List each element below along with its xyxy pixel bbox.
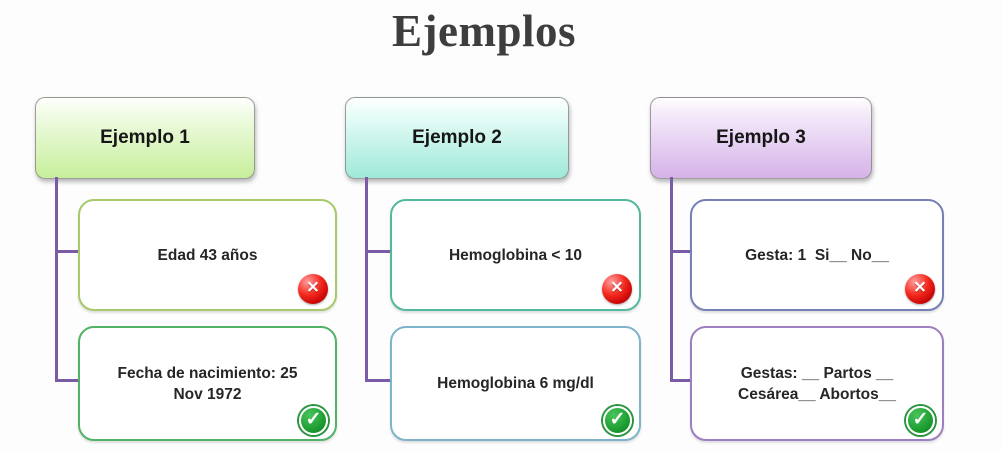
example-3-header-box: Ejemplo 3 — [650, 97, 872, 179]
item-card: Hemoglobina 6 mg/dl ✓ — [390, 326, 641, 441]
check-icon: ✓ — [906, 406, 935, 435]
connector-line — [670, 177, 673, 382]
item-text: Gesta: 1 Si__ No__ — [745, 246, 889, 264]
item-card: Hemoglobina < 10 ✕ — [390, 199, 641, 311]
connector-line — [365, 177, 368, 382]
item-card: Gestas: __ Partos __ Cesárea__ Abortos__… — [690, 326, 944, 441]
example-2-header-label: Ejemplo 2 — [412, 127, 502, 148]
item-text: Hemoglobina < 10 — [448, 246, 583, 264]
example-3-header-label: Ejemplo 3 — [716, 127, 806, 148]
example-2-header-box: Ejemplo 2 — [345, 97, 569, 179]
example-1-header-label: Ejemplo 1 — [100, 127, 190, 148]
connector-line — [55, 379, 80, 382]
connector-line — [365, 250, 392, 253]
error-icon: ✕ — [602, 274, 632, 304]
error-icon: ✕ — [905, 274, 935, 304]
item-text: Gestas: __ Partos __ Cesárea__ Abortos__ — [738, 364, 896, 403]
connector-line — [670, 250, 692, 253]
item-text: Fecha de nacimiento: 25 Nov 1972 — [117, 364, 298, 403]
error-icon: ✕ — [298, 274, 328, 304]
connector-line — [55, 177, 58, 382]
item-text: Hemoglobina 6 mg/dl — [437, 375, 594, 392]
item-card: Gesta: 1 Si__ No__ ✕ — [690, 199, 944, 311]
connector-line — [365, 379, 392, 382]
item-card: Fecha de nacimiento: 25 Nov 1972 ✓ — [78, 326, 337, 441]
item-card: Edad 43 años ✕ — [78, 199, 337, 311]
check-icon: ✓ — [603, 406, 632, 435]
connector-line — [55, 250, 80, 253]
example-1-header-box: Ejemplo 1 — [35, 97, 255, 179]
page-title: Ejemplos — [392, 6, 576, 56]
check-icon: ✓ — [299, 406, 328, 435]
connector-line — [670, 379, 692, 382]
item-text: Edad 43 años — [157, 246, 258, 264]
